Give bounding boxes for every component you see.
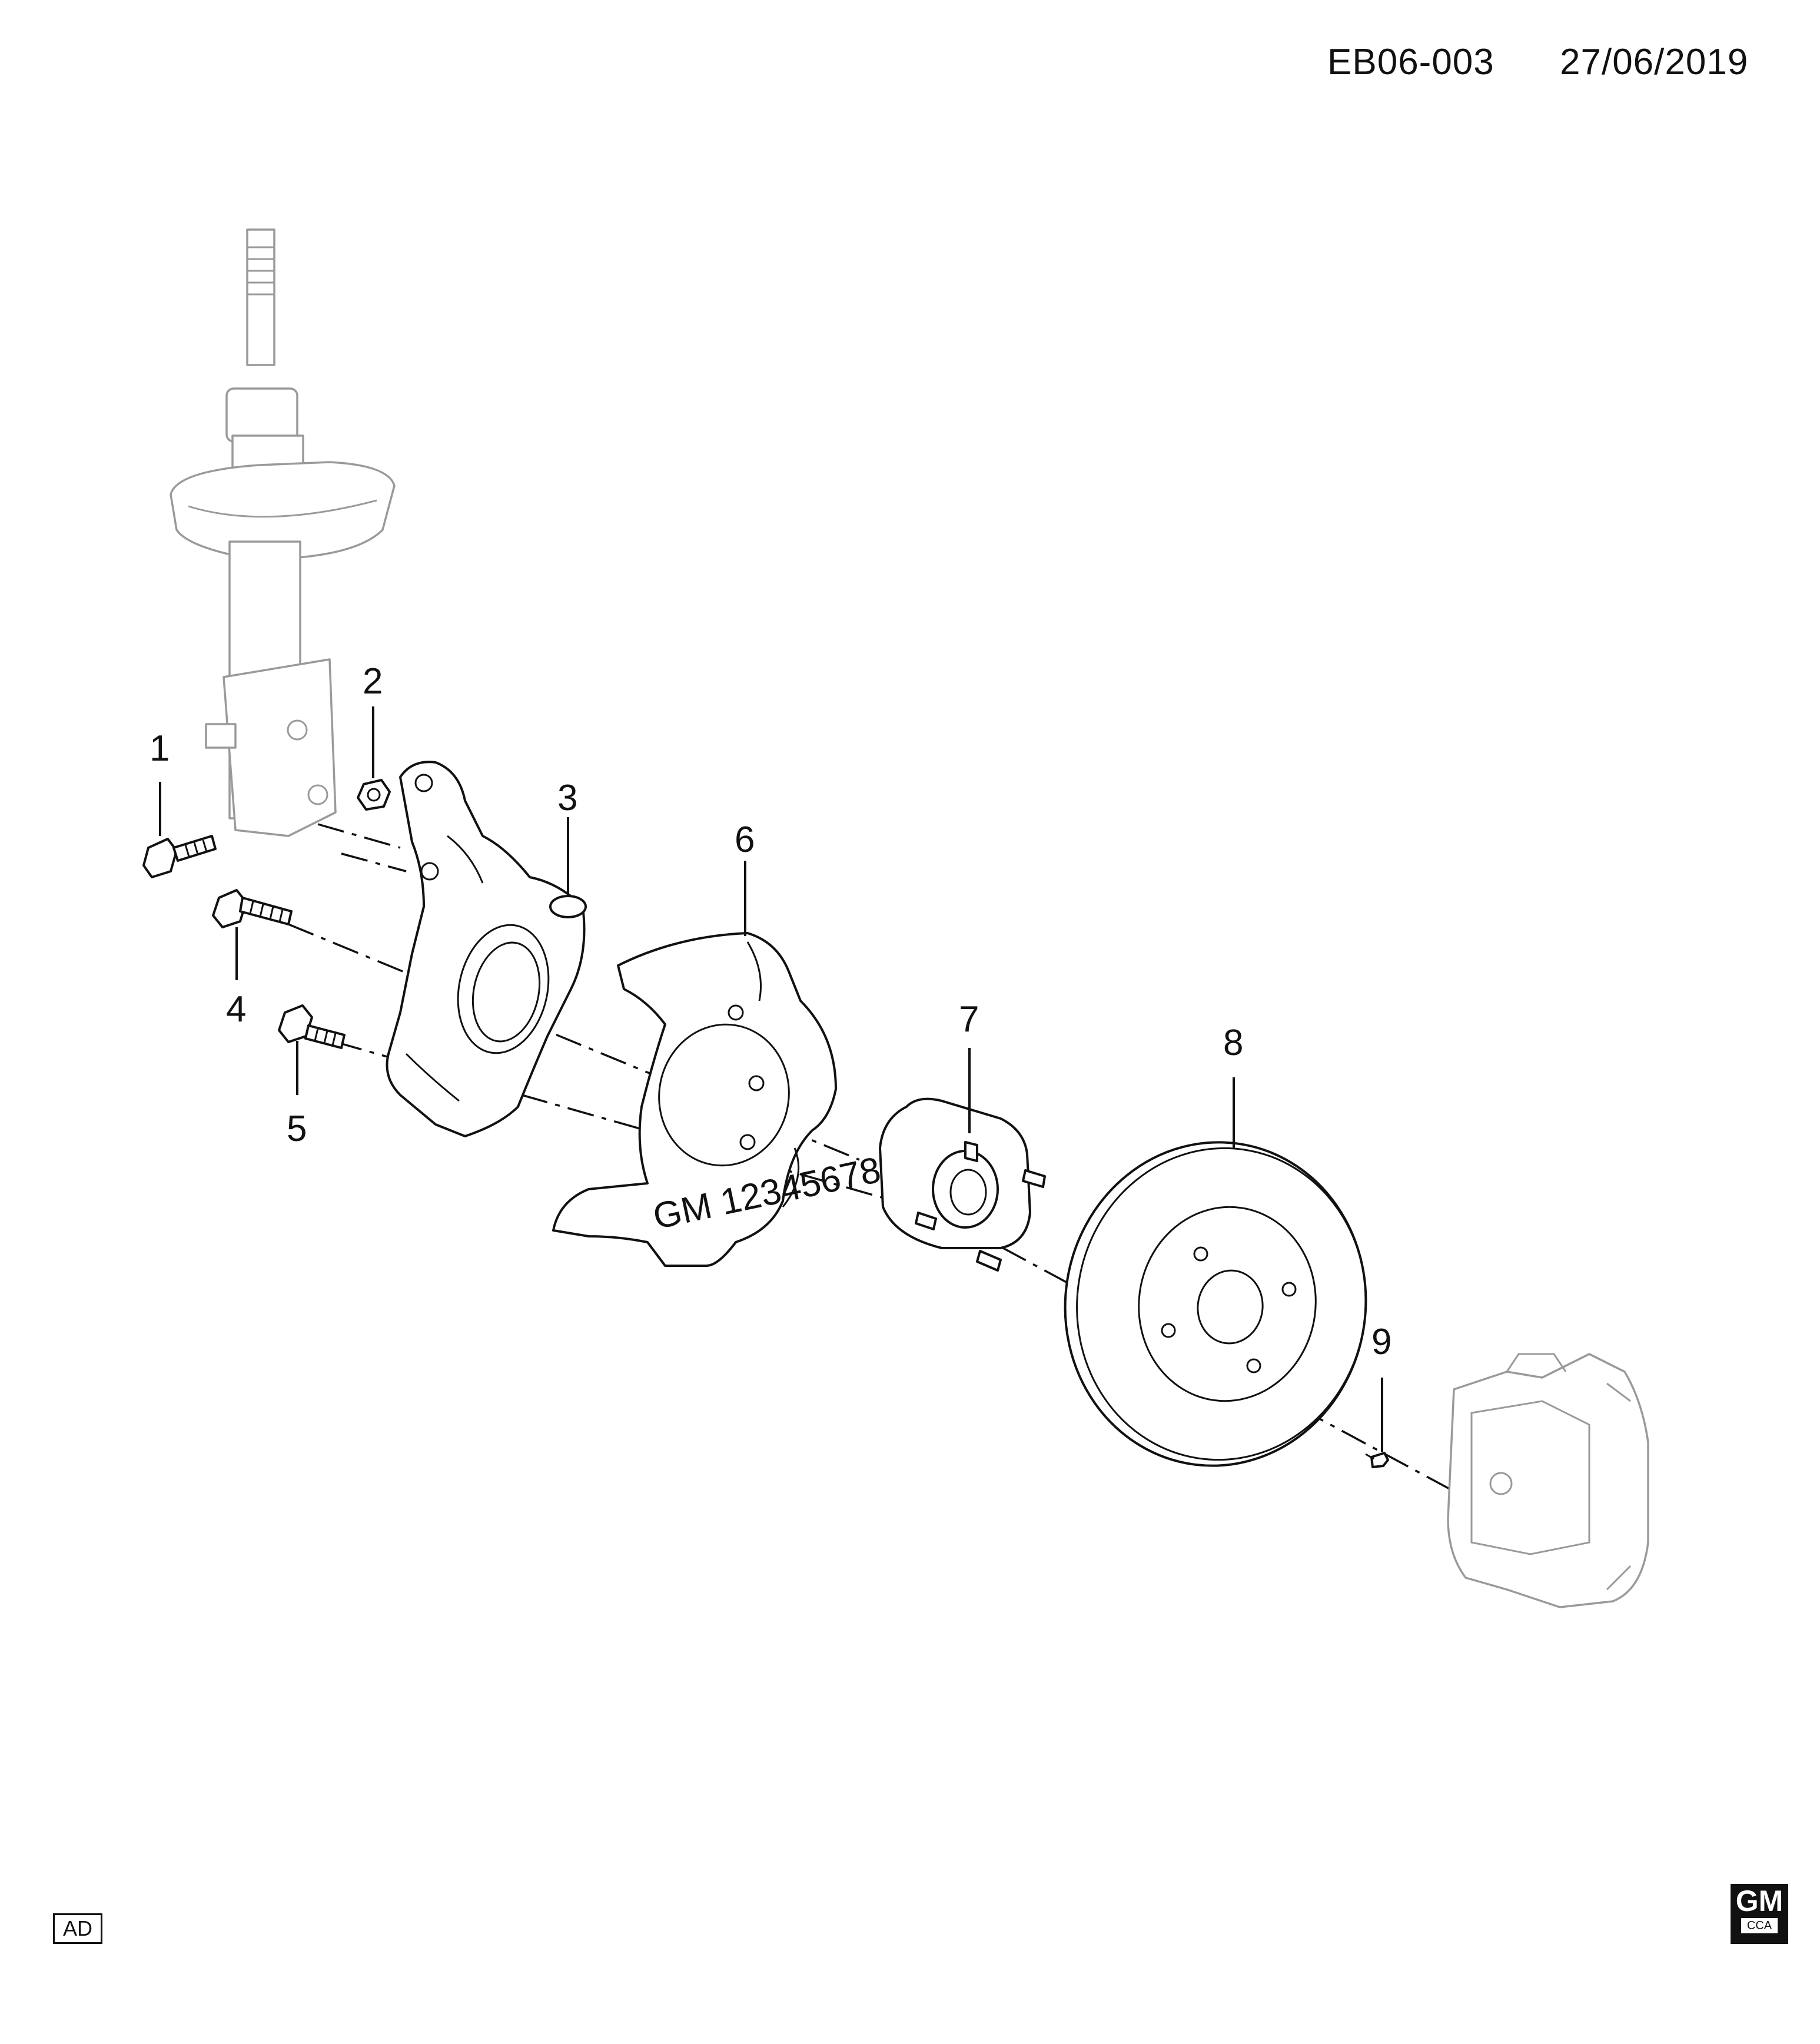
region-code-box: AD (53, 1913, 102, 1944)
gm-logo: GM CCA (1731, 1884, 1788, 1944)
nut-part-2 (357, 779, 391, 811)
hub-bearing-part-7 (879, 1097, 1046, 1272)
bolt-part-4 (212, 889, 293, 928)
splash-shield-part-6: GM 12345678 LH (552, 932, 940, 1267)
callout-5: 5 (287, 1109, 307, 1149)
brake-rotor-part-8 (1064, 1141, 1367, 1467)
gm-logo-text: GM (1735, 1884, 1784, 1917)
diagram-code: EB06-003 (1327, 42, 1494, 82)
strut-assembly (170, 228, 396, 837)
callout-8: 8 (1223, 1023, 1243, 1063)
callout-leader-lines (159, 706, 1383, 1452)
callout-9: 9 (1371, 1322, 1391, 1362)
callout-3: 3 (557, 778, 577, 818)
callout-4: 4 (226, 989, 246, 1030)
callout-2: 2 (363, 661, 383, 702)
callout-7: 7 (959, 999, 979, 1040)
gm-logo-subtext: CCA (1741, 1918, 1778, 1933)
steering-knuckle-part-3 (386, 761, 587, 1137)
callout-6: 6 (735, 819, 755, 860)
diagram-date: 27/06/2019 (1560, 42, 1749, 82)
callout-1: 1 (150, 728, 170, 769)
bolt-part-1 (142, 835, 217, 878)
brake-caliper (1447, 1353, 1649, 1608)
screw-part-9 (1365, 1452, 1389, 1468)
bolt-part-5 (278, 1004, 346, 1049)
callout-numbers: 1 2 3 4 5 6 7 8 9 (150, 661, 1391, 1362)
